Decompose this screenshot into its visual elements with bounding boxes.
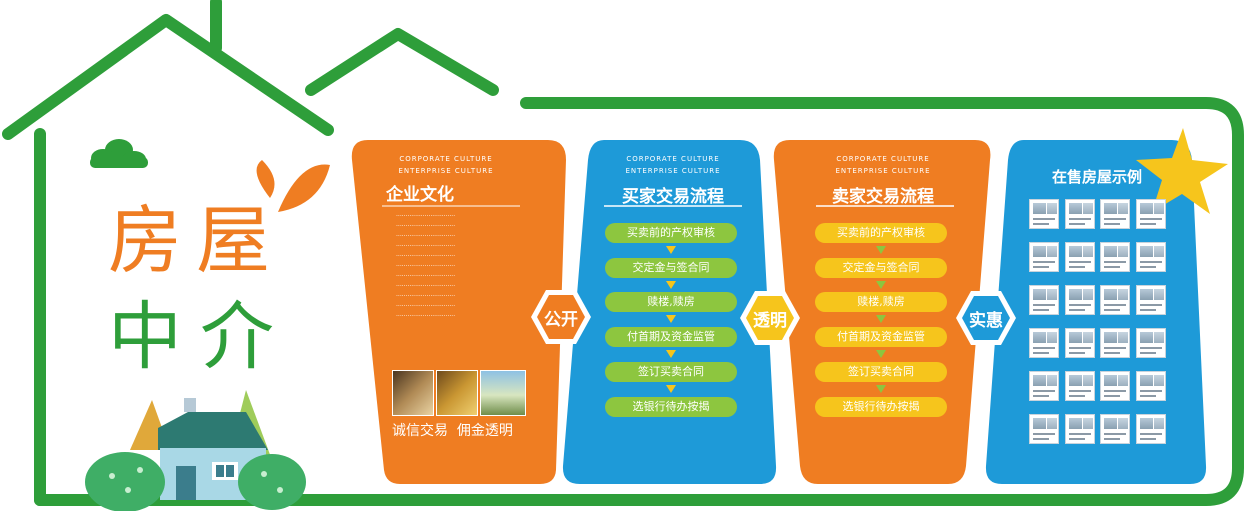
seller-arrow-icon [876,246,886,254]
listing-thumbnail[interactable] [1136,285,1166,315]
buyer-arrow-icon [666,281,676,289]
title-char-wu: 屋 [196,198,270,284]
listing-thumbnail[interactable] [1029,199,1059,229]
leaf-decoration [256,160,330,212]
listing-thumbnail[interactable] [1136,414,1166,444]
culture-photo-1 [392,370,434,416]
buyer-arrow-icon [666,350,676,358]
listing-thumbnail[interactable] [1029,414,1059,444]
hex-label-open: 公开 [544,310,578,330]
listing-thumbnail[interactable] [1100,414,1130,444]
listing-thumbnail[interactable] [1065,242,1095,272]
listings-title: 在售房屋示例 [1051,168,1142,186]
hex-transparent [746,296,794,340]
listing-thumbnail[interactable] [1029,285,1059,315]
listing-thumbnail[interactable] [1136,328,1166,358]
seller-step: 赎楼,赎房 [815,292,947,312]
buyer-step: 买卖前的产权审核 [605,223,737,243]
buyer-step: 签订买卖合同 [605,362,737,382]
culture-caption: 诚信交易 佣金透明 [392,423,513,439]
listing-thumbnail[interactable] [1029,242,1059,272]
culture-photo-2 [436,370,478,416]
seller-step: 付首期及资金监管 [815,327,947,347]
hex-benefit [962,296,1010,340]
title-char-jie: 介 [200,294,274,380]
seller-arrow-icon [876,350,886,358]
seller-step: 买卖前的产权审核 [815,223,947,243]
listing-thumbnail[interactable] [1065,285,1095,315]
buyer-arrow-icon [666,315,676,323]
seller-arrow-icon [876,281,886,289]
buyer-step: 交定金与签合同 [605,258,737,278]
star-decoration [1136,128,1228,214]
culture-en-line1: CORPORATE CULTURE [399,155,493,163]
seller-step: 交定金与签合同 [815,258,947,278]
buyer-step: 选银行待办按揭 [605,397,737,417]
listing-thumbnail[interactable] [1136,242,1166,272]
listing-thumbnail[interactable] [1136,371,1166,401]
cloud-decoration [90,139,148,168]
buyer-step: 付首期及资金监管 [605,327,737,347]
seller-arrow-icon [876,385,886,393]
listing-thumbnail[interactable] [1100,371,1130,401]
culture-title: 企业文化 [386,185,454,205]
buyer-en-line2: ENTERPRISE CULTURE [625,167,721,175]
listing-thumbnail[interactable] [1029,371,1059,401]
listing-thumbnail[interactable] [1065,371,1095,401]
hex-label-transparent: 透明 [753,311,787,331]
small-house-illustration [85,390,306,511]
seller-step: 选银行待办按揭 [815,397,947,417]
buyer-arrow-icon [666,385,676,393]
seller-en-line2: ENTERPRISE CULTURE [835,167,931,175]
seller-step: 签订买卖合同 [815,362,947,382]
seller-title: 卖家交易流程 [832,187,934,207]
hex-open [537,295,585,339]
seller-arrow-icon [876,315,886,323]
buyer-en-line1: CORPORATE CULTURE [626,155,720,163]
listing-thumbnail[interactable] [1065,414,1095,444]
culture-en-line2: ENTERPRISE CULTURE [398,167,494,175]
listing-thumbnail[interactable] [1100,199,1130,229]
hex-label-benefit: 实惠 [969,311,1003,331]
listing-thumbnail[interactable] [1100,285,1130,315]
listing-thumbnail[interactable] [1100,242,1130,272]
buyer-arrow-icon [666,246,676,254]
culture-photo-3 [480,370,526,416]
title-char-zhong: 中 [108,294,182,380]
listing-thumbnail[interactable] [1100,328,1130,358]
listing-thumbnail[interactable] [1065,328,1095,358]
listing-thumbnail[interactable] [1065,199,1095,229]
listing-thumbnail[interactable] [1136,199,1166,229]
buyer-title: 买家交易流程 [622,187,724,207]
listing-thumbnail[interactable] [1029,328,1059,358]
title-char-fang: 房 [108,198,182,284]
buyer-step: 赎楼,赎房 [605,292,737,312]
seller-en-line1: CORPORATE CULTURE [836,155,930,163]
